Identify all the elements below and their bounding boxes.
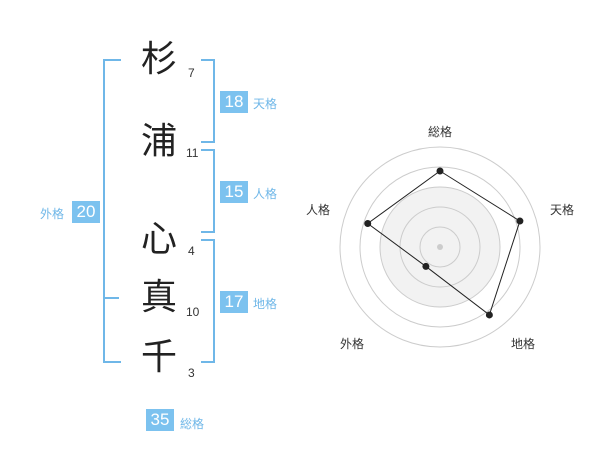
radar-axis-label-chikaku: 地格	[511, 337, 536, 351]
radar-ring	[399, 206, 481, 288]
name-char-4: 真	[140, 277, 177, 318]
stroke-count-4: 10	[186, 305, 200, 319]
name-char-2: 浦	[140, 121, 177, 162]
stroke-count-3: 4	[188, 244, 195, 258]
chikaku-score: 17	[220, 291, 248, 313]
jinkaku-label: 人格	[253, 187, 278, 201]
radar-ring	[339, 146, 541, 348]
radar-point-2	[516, 217, 524, 225]
gaikaku-label: 外格	[40, 207, 65, 221]
radar-ring	[379, 186, 501, 308]
tenkaku-score: 18	[220, 91, 248, 113]
gaikaku-score: 20	[72, 201, 100, 223]
soukaku-score: 35	[146, 409, 174, 431]
jinkaku-score: 15	[220, 181, 248, 203]
radar-point-3	[485, 311, 493, 319]
chikaku-label: 地格	[253, 297, 278, 311]
gaikaku-bracket-inner	[105, 297, 119, 299]
radar-polygon	[366, 170, 521, 316]
radar-point-4	[422, 262, 430, 270]
stroke-count-1: 7	[188, 66, 195, 80]
radar-axis-label-tenkaku: 天格	[550, 203, 575, 217]
name-char-1: 杉	[140, 39, 177, 80]
radar-point-5	[364, 220, 372, 228]
radar-axis-label-jinkaku: 人格	[306, 203, 331, 217]
gaikaku-bracket	[103, 59, 121, 363]
name-char-3: 心	[140, 219, 177, 260]
stroke-count-2: 11	[186, 146, 199, 160]
soukaku-label: 総格	[180, 417, 205, 431]
stroke-count-5: 3	[188, 366, 195, 380]
radar-ring	[359, 166, 521, 328]
jinkaku-bracket	[201, 149, 215, 233]
radar-center	[437, 244, 443, 250]
tenkaku-bracket	[201, 59, 215, 143]
radar-point-1	[436, 167, 444, 175]
tenkaku-label: 天格	[253, 97, 278, 111]
chikaku-bracket	[201, 239, 215, 363]
radar-axis-label-soukaku: 総格	[428, 125, 453, 139]
radar-axis-label-gaikaku: 外格	[340, 337, 365, 351]
radar-ring	[419, 226, 461, 268]
name-char-5: 千	[140, 337, 177, 378]
